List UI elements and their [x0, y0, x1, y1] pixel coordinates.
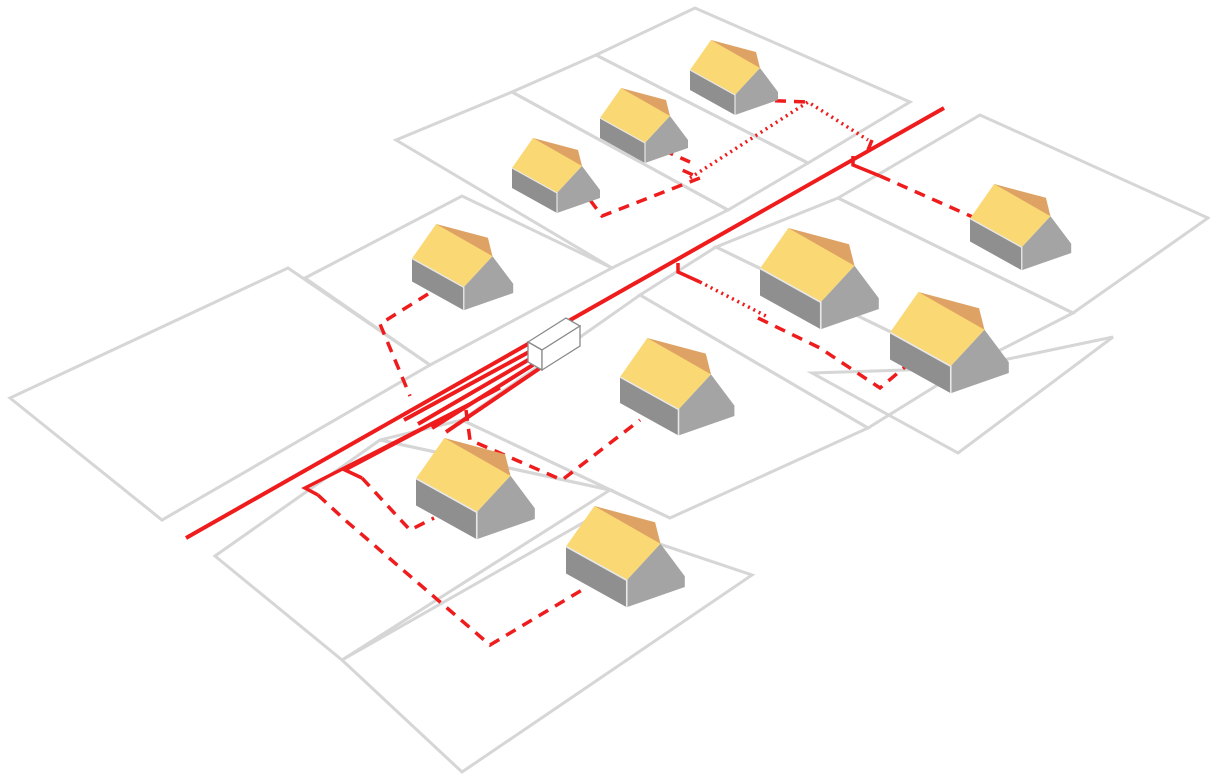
- planned-connections: [689, 99, 869, 318]
- house-edge: [415, 477, 478, 540]
- plot-outline: [592, 6, 914, 165]
- house-connection-dashed: [377, 292, 429, 397]
- house-long-wall: [678, 374, 735, 436]
- house-connection-dashed: [757, 316, 908, 391]
- house-connection-dotted: [699, 280, 767, 318]
- house-long-wall: [1021, 216, 1072, 271]
- house: [511, 138, 600, 213]
- house-edge: [889, 331, 952, 394]
- plot-outline: [212, 438, 614, 662]
- house-long-wall: [463, 256, 514, 311]
- house-long-wall: [735, 68, 778, 115]
- house-long-wall: [476, 475, 535, 540]
- branch-cable: [341, 386, 501, 480]
- house-roof: [566, 506, 661, 581]
- house-roof: [890, 292, 985, 367]
- branch-cable: [676, 263, 701, 284]
- main-cable-bundle: [416, 350, 544, 426]
- house-edge: [619, 376, 680, 436]
- house-edge: [689, 69, 736, 115]
- house-gable-wall: [620, 377, 679, 436]
- house-roof: [690, 40, 760, 95]
- house: [689, 40, 778, 115]
- house: [411, 224, 514, 311]
- house-gable-wall: [690, 70, 735, 115]
- house: [619, 338, 735, 436]
- branch-cable: [866, 139, 874, 151]
- house-connection-dotted: [689, 99, 869, 180]
- house-long-wall: [626, 543, 685, 608]
- house-connection-dashed: [360, 476, 435, 533]
- house-edge: [511, 167, 558, 213]
- cabinet-side: [541, 324, 581, 372]
- house: [889, 292, 1009, 394]
- house-roof: [620, 338, 711, 410]
- house: [759, 228, 879, 330]
- branch-cable: [851, 156, 881, 178]
- house-edge: [411, 257, 465, 311]
- house-long-wall: [950, 329, 1009, 394]
- house-gable-wall: [890, 332, 951, 394]
- branch-cables: [301, 139, 881, 497]
- house-long-wall: [820, 265, 879, 330]
- house-gable-wall: [412, 258, 464, 311]
- house: [969, 184, 1072, 271]
- house-gable-wall: [970, 218, 1022, 271]
- house-long-wall: [645, 116, 688, 163]
- house-edge: [759, 267, 822, 330]
- street-cabinet: [526, 317, 582, 372]
- house-roof: [760, 228, 855, 303]
- main-cable-bundle: [444, 362, 548, 434]
- house: [599, 88, 688, 163]
- house-gable-wall: [416, 478, 477, 540]
- house-gable-wall: [600, 118, 645, 163]
- houses: [411, 40, 1072, 608]
- house-connection-dashed: [464, 409, 642, 483]
- plot-outline: [339, 518, 756, 774]
- house-roof: [412, 224, 493, 288]
- house-edge: [599, 117, 646, 163]
- house-roof: [970, 184, 1051, 248]
- house: [565, 506, 685, 608]
- house-roof: [416, 438, 511, 513]
- house-edge: [969, 217, 1023, 271]
- house-connections: [316, 98, 976, 648]
- house-gable-wall: [512, 168, 557, 213]
- house: [415, 438, 535, 540]
- house-connection-dashed: [588, 168, 705, 219]
- house-gable-wall: [566, 546, 627, 608]
- house-edge: [565, 545, 628, 608]
- house-roof: [512, 138, 582, 193]
- house-gable-wall: [760, 268, 821, 330]
- main-cable-bundle: [403, 344, 541, 422]
- house-long-wall: [557, 166, 600, 213]
- house-roof: [600, 88, 670, 143]
- house-connection-dashed: [879, 174, 976, 220]
